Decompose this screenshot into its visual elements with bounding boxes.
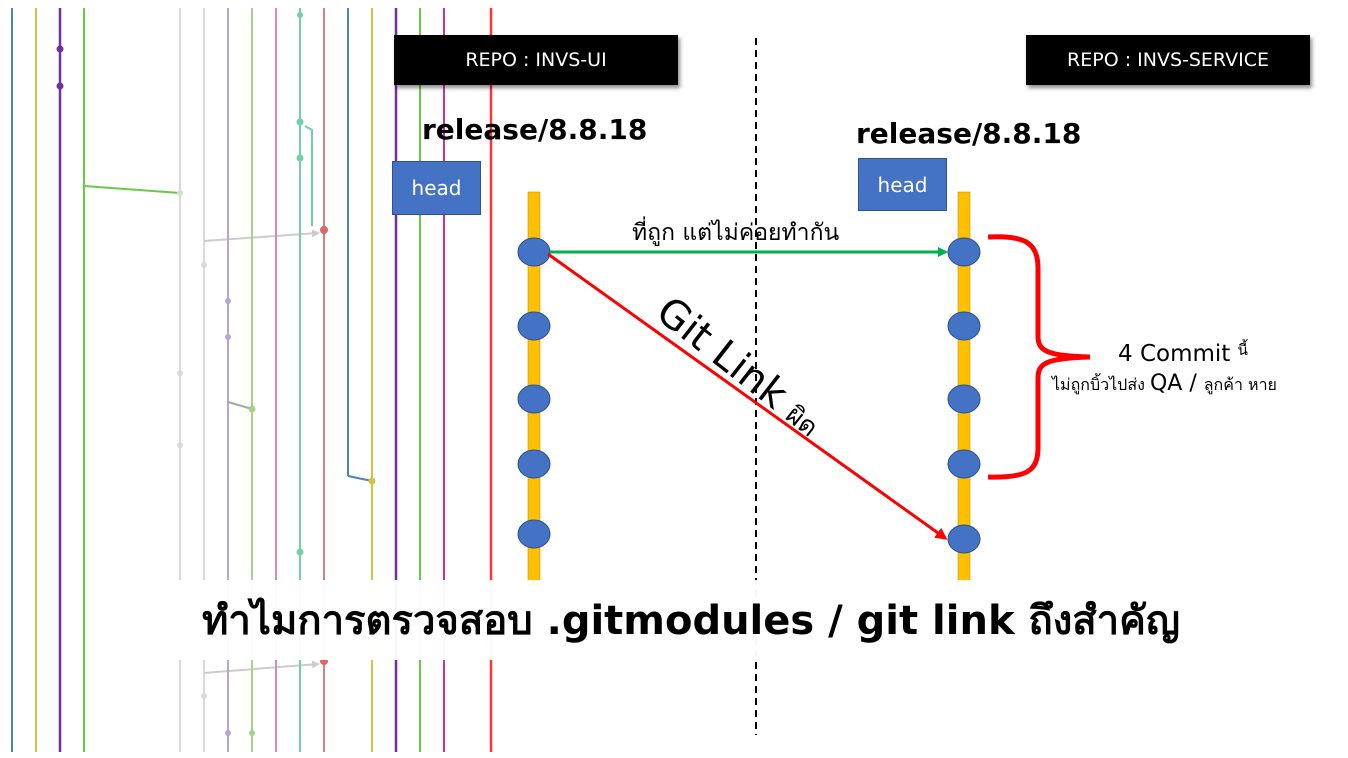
right-commit xyxy=(947,311,981,341)
note-line1-main: 4 Commit xyxy=(1118,341,1238,367)
wrong-link-arrow xyxy=(547,252,948,540)
left-commit xyxy=(517,237,551,267)
banner-title: ทำไมการตรวจสอบ .gitmodules / git link ถึ… xyxy=(202,598,1180,644)
right-head-box: head xyxy=(858,158,947,211)
correct-link-label: ที่ถูก แต่ไม่ค่อยทำกัน xyxy=(632,220,840,246)
right-branch-title: release/8.8.18 xyxy=(856,117,1082,150)
left-branch-title: release/8.8.18 xyxy=(422,113,648,146)
right-commit xyxy=(947,524,981,554)
right-repo-label: REPO : INVS-SERVICE xyxy=(1026,35,1310,85)
right-commit xyxy=(947,384,981,414)
right-branch-commits xyxy=(947,237,981,554)
left-repo-label: REPO : INVS-UI xyxy=(394,35,678,85)
note-line2-before: ไม่ถูกบิ้วไปส่ง xyxy=(1052,375,1150,394)
left-commit xyxy=(517,311,551,341)
left-commit xyxy=(517,384,551,414)
left-branch-commits xyxy=(517,237,551,549)
right-commit xyxy=(947,449,981,479)
left-commit xyxy=(517,519,551,549)
note-line1-small: นี้ xyxy=(1237,341,1248,359)
left-commit xyxy=(517,449,551,479)
note-commit-count: 4 Commit นี้ xyxy=(1118,338,1248,367)
right-commit xyxy=(947,237,981,267)
commits-brace xyxy=(987,234,1091,480)
note-line2-after: ลูกค้า หาย xyxy=(1203,375,1277,394)
bottom-banner: ทำไมการตรวจสอบ .gitmodules / git link ถึ… xyxy=(96,580,1286,660)
note-line2-big: QA / xyxy=(1149,371,1204,396)
left-head-box: head xyxy=(392,161,481,215)
note-description: ไม่ถูกบิ้วไปส่ง QA / ลูกค้า หาย xyxy=(1052,371,1277,398)
